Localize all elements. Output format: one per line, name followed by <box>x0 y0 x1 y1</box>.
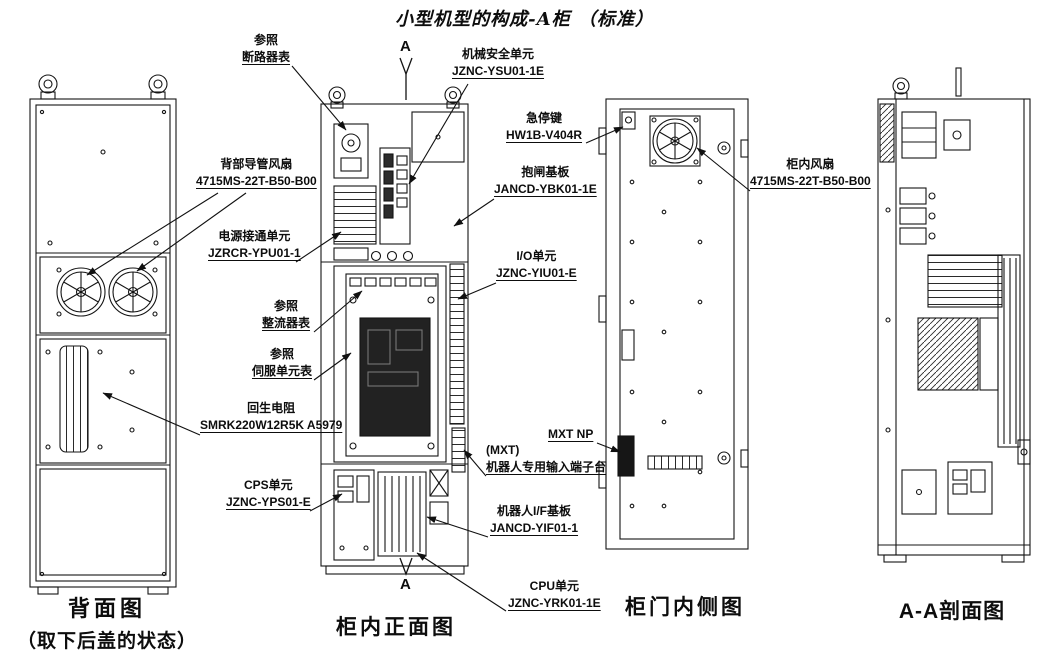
label-line: JZNC-YIU01-E <box>496 266 577 281</box>
label-cpu-unit: CPU单元 JZNC-YRK01-1E <box>508 578 601 613</box>
caption-back-view: 背面图 （取下后盖的状态） <box>2 591 212 653</box>
label-line: JZNC-YRK01-1E <box>508 596 601 611</box>
door-view-drawing <box>598 98 749 550</box>
label-line: 参照 <box>270 347 295 361</box>
label-line: 急停键 <box>526 111 563 125</box>
label-line: 回生电阻 <box>247 401 296 415</box>
label-line: JANCD-YBK01-1E <box>494 182 597 197</box>
section-cut-arrows <box>399 57 413 576</box>
label-line: 柜内风扇 <box>786 157 835 171</box>
label-back-duct-fan: 背部导管风扇 4715MS-22T-B50-B00 <box>196 156 317 191</box>
back-view-drawing <box>29 74 177 595</box>
label-line: JZNC-YPS01-E <box>226 495 311 510</box>
label-cabinet-fan: 柜内风扇 4715MS-22T-B50-B00 <box>750 156 871 191</box>
label-line: 整流器表 <box>262 316 311 331</box>
caption-text: 背面图 <box>67 596 146 621</box>
section-marker-a-top: A <box>400 38 411 55</box>
label-line: CPS单元 <box>244 478 293 492</box>
label-line: 断路器表 <box>242 50 291 65</box>
label-line: 4715MS-22T-B50-B00 <box>750 174 871 189</box>
label-ref-servo: 参照 伺服单元表 <box>252 346 312 381</box>
caption-door-view: 柜门内侧图 <box>625 596 745 619</box>
label-robot-if-board: 机器人I/F基板 JANCD-YIF01-1 <box>490 503 578 538</box>
leader-lines <box>86 65 751 612</box>
label-line: 参照 <box>254 33 279 47</box>
label-line: 背部导管风扇 <box>220 157 293 171</box>
caption-subtext: （取下后盖的状态） <box>16 631 197 652</box>
section-marker-a-bottom: A <box>400 576 411 593</box>
label-line: HW1B-V404R <box>506 128 583 143</box>
label-power-on-unit: 电源接通单元 JZRCR-YPU01-1 <box>208 228 301 263</box>
label-line: CPU单元 <box>529 579 580 593</box>
label-line: 电源接通单元 <box>218 229 291 243</box>
label-line: MXT NP <box>548 427 594 441</box>
label-regen-resistor: 回生电阻 SMRK220W12R5K A5979 <box>200 400 342 435</box>
label-line: 参照 <box>274 299 299 313</box>
label-io-unit: I/O单元 JZNC-YIU01-E <box>496 248 577 283</box>
label-mxt-np: MXT NP <box>548 426 593 443</box>
caption-front-view: 柜内正面图 <box>336 616 456 639</box>
label-line: 机械安全单元 <box>462 47 535 61</box>
label-machine-safety-unit: 机械安全单元 JZNC-YSU01-1E <box>452 46 544 81</box>
label-line: 机器人专用输入端子台 <box>486 460 607 475</box>
label-line: 伺服单元表 <box>252 364 313 379</box>
label-ref-rectifier: 参照 整流器表 <box>262 298 310 333</box>
label-estop-key: 急停键 HW1B-V404R <box>506 110 582 145</box>
label-line: JANCD-YIF01-1 <box>490 521 579 536</box>
caption-section-view: A-A剖面图 <box>898 600 1006 623</box>
section-view-drawing <box>877 67 1031 563</box>
page-title: 小型机型的构成-A柜 （标准） <box>395 9 654 30</box>
front-view-drawing <box>320 86 469 575</box>
label-line: JZNC-YSU01-1E <box>452 64 545 79</box>
label-line: 抱闸基板 <box>521 165 570 179</box>
label-brake-board: 抱闸基板 JANCD-YBK01-1E <box>494 164 597 199</box>
label-line: 4715MS-22T-B50-B00 <box>196 174 317 189</box>
label-mxt-terminal: (MXT) 机器人专用输入端子台 <box>486 442 606 477</box>
label-line: (MXT) <box>486 443 520 457</box>
label-ref-breaker: 参照 断路器表 <box>242 32 290 67</box>
label-line: I/O单元 <box>516 249 557 263</box>
label-line: JZRCR-YPU01-1 <box>208 246 301 261</box>
label-line: SMRK220W12R5K A5979 <box>200 418 343 433</box>
label-line: 机器人I/F基板 <box>497 504 572 518</box>
label-cps-unit: CPS单元 JZNC-YPS01-E <box>226 477 311 512</box>
